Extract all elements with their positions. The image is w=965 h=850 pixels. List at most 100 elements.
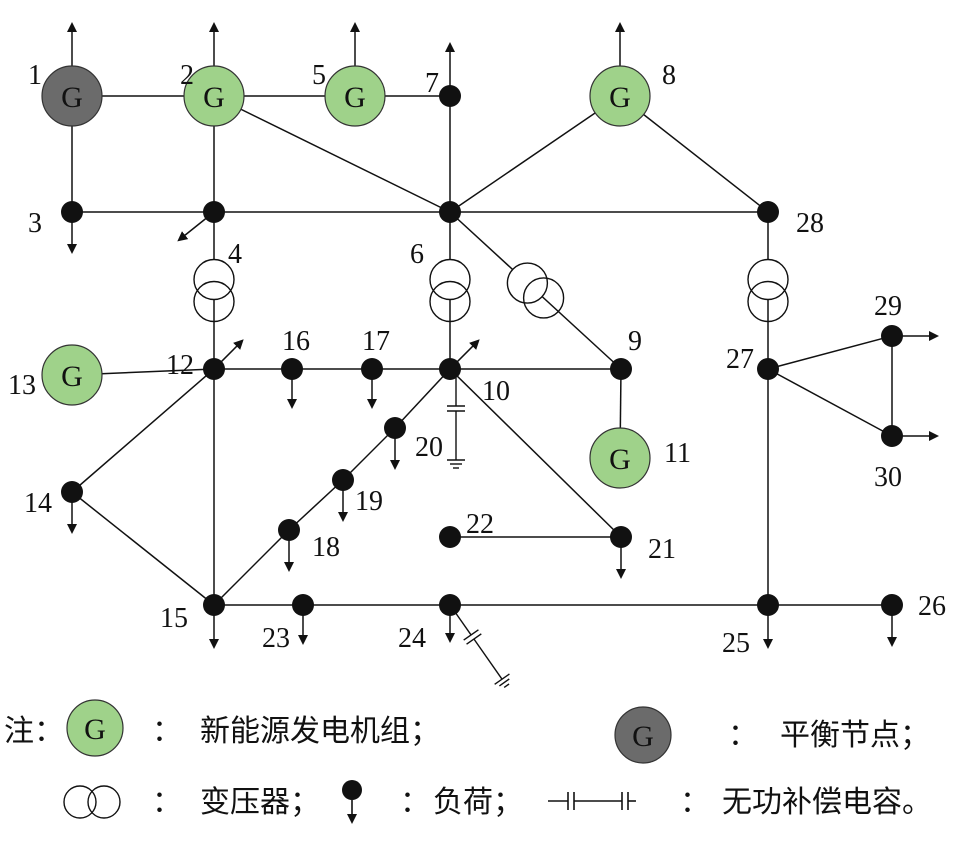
transformer-coil-icon [747,258,789,301]
bus-dot-30 [881,425,903,447]
bus-dot-6 [439,201,461,223]
legend-transformer-icon-2 [87,785,121,819]
legend-note: 注： [4,714,64,749]
bus-dot-17 [361,358,383,380]
bus-label-3: 3 [28,208,42,239]
bus-label-26: 26 [918,591,946,622]
bus-dot-21 [610,526,632,548]
bus-label-30: 30 [874,462,902,493]
slack-generator-icon-1 [41,65,103,127]
bus-dot-16 [281,358,303,380]
bus-label-19: 19 [355,486,383,517]
bus-dot-29 [881,325,903,347]
legend-colon-4: ： [400,785,430,820]
legend-transformer-text: 变压器； [200,785,320,820]
transformer-coil-icon [193,258,235,301]
bus-dot-3 [61,201,83,223]
legend-colon-5: ： [680,785,710,820]
legend-colon-3: ： [152,785,182,820]
bus-label-2: 2 [180,60,194,91]
generator-icon-5 [324,65,386,127]
legend-slack-icon [614,706,672,764]
generator-letter-5: G [344,81,366,114]
branch-12-14 [71,368,215,493]
bus-label-1: 1 [28,60,42,91]
bus-label-18: 18 [312,532,340,563]
bus-dot-22 [439,526,461,548]
transformer-28-27 [747,258,789,323]
generator-letter-2: G [203,81,225,114]
capacitor-icon-bus-10 [447,378,465,469]
bus-label-10: 10 [482,376,510,407]
legend-transformer-icon [63,785,97,819]
transformer-6-9 [506,262,565,319]
branch-20-19 [342,427,396,481]
bus-dot-9 [610,358,632,380]
transformer-coil-icon [506,262,549,304]
generator-icon-8 [589,65,651,127]
bus-label-25: 25 [722,628,750,659]
load-arrow-icon-10 [456,339,480,363]
bus-dot-12 [203,358,225,380]
bus-dot-18 [278,519,300,541]
bus-dot-10 [439,358,461,380]
branch-27-29 [767,335,893,370]
legend-generator-text: 新能源发电机组； [200,714,440,749]
legend-capacitor-icon [548,792,636,810]
decor-layer [67,22,939,689]
legend-colon-2: ： [728,718,758,753]
bus-dot-7 [439,85,461,107]
bus-dot-24 [439,594,461,616]
bus-dot-20 [384,417,406,439]
legend-capacitor-text: 无功补偿电容。 [722,785,932,820]
transformer-coil-icon [193,280,235,323]
bus-label-6: 6 [410,239,424,270]
bus-label-4: 4 [228,239,242,270]
generator-letter-13: G [61,360,83,393]
branch-14-15 [71,491,215,606]
legend-generator-letter: G [84,713,106,746]
load-arrow-icon-4 [177,217,207,242]
bus-dot-28 [757,201,779,223]
bus-label-17: 17 [362,326,390,357]
generator-icon-11 [589,427,651,489]
bus-dot-27 [757,358,779,380]
legend-colon-1: ： [152,714,182,749]
bus-label-16: 16 [282,326,310,357]
bus-label-7: 7 [425,68,439,99]
branch-18-15 [213,529,290,606]
branch-10-20 [394,368,451,429]
generator-icon-2 [183,65,245,127]
branch-19-18 [288,479,344,531]
branch-27-30 [767,368,893,437]
bus-label-29: 29 [874,291,902,322]
bus-label-24: 24 [398,623,426,654]
bus-dot-25 [757,594,779,616]
bus-dot-26 [881,594,903,616]
transformer-coil-icon [429,258,471,301]
branch-8-28 [619,95,769,213]
generator-letter-1: G [61,81,83,114]
bus-label-5: 5 [312,60,326,91]
bus-label-28: 28 [796,208,824,239]
bus-dot-4 [203,201,225,223]
bus-label-8: 8 [662,60,676,91]
bus-label-20: 20 [415,432,443,463]
bus-label-11: 11 [664,438,691,469]
bus-label-15: 15 [160,603,188,634]
generator-letter-8: G [609,81,631,114]
legend-generator-icon [66,699,124,757]
load-arrow-icon-12 [220,339,244,363]
transformer-coil-icon [429,280,471,323]
bus-dot-15 [203,594,225,616]
bus-dot-19 [332,469,354,491]
legend-load-text: 负荷； [433,785,523,820]
transformer-4-12 [193,258,235,323]
bus-label-13: 13 [8,370,36,401]
transformer-6-10 [429,258,471,323]
bus-dot-14 [61,481,83,503]
bus-label-22: 22 [466,509,494,540]
